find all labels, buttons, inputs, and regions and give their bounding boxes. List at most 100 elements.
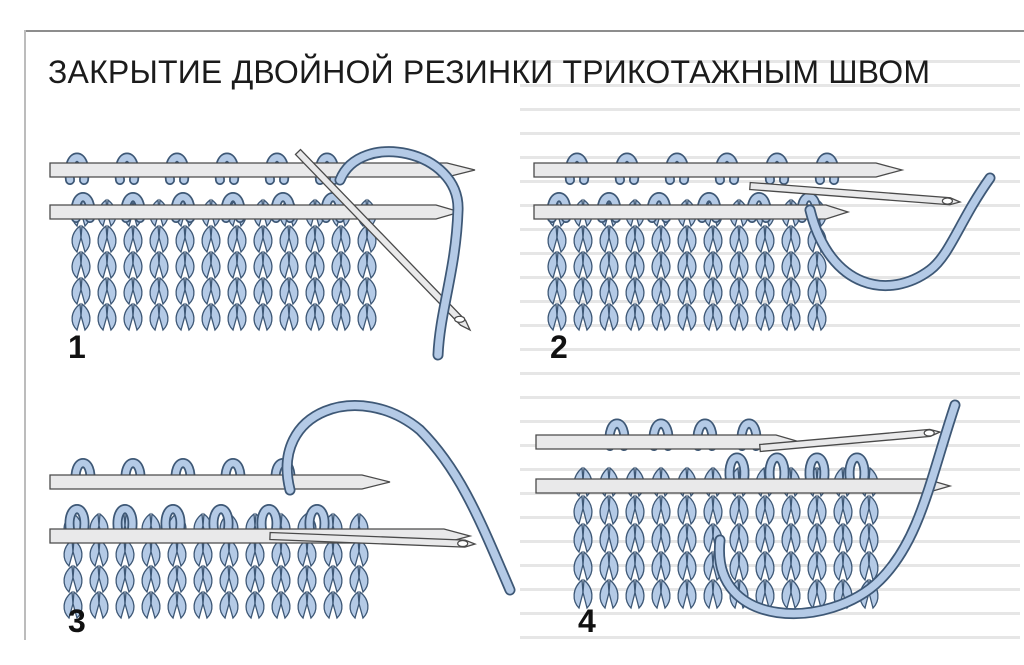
stitch-leg: [132, 224, 143, 254]
stitch-leg: [358, 590, 369, 620]
stitch-leg: [176, 564, 187, 594]
stitch-leg: [305, 276, 316, 306]
stitch-leg: [755, 522, 766, 554]
stitch-leg: [807, 550, 818, 582]
stitch-leg: [790, 522, 801, 554]
stitch-leg: [124, 564, 135, 594]
stitch-leg: [755, 550, 766, 582]
stitch-leg: [305, 224, 316, 254]
stitch-leg: [71, 302, 82, 332]
stitch-leg: [279, 250, 290, 280]
stitch-leg: [227, 250, 238, 280]
stitch-leg: [262, 302, 273, 332]
needle-eye: [941, 197, 953, 205]
stitch-leg: [651, 302, 662, 332]
stitch-leg: [358, 564, 369, 594]
stitch-leg: [686, 550, 697, 582]
stitch-leg: [280, 564, 291, 594]
stitch-leg: [357, 250, 368, 280]
stitch-leg: [608, 522, 619, 554]
stitch-leg: [271, 590, 282, 620]
needle-eye: [457, 539, 469, 548]
stitch-leg: [305, 250, 316, 280]
step-1-number: 1: [68, 329, 86, 365]
knitting-needle: [269, 531, 477, 548]
stitch-leg: [842, 494, 853, 526]
stitch-leg: [833, 494, 844, 526]
stitch-leg: [599, 302, 610, 332]
stitch-leg: [608, 224, 619, 254]
stitch-leg: [175, 276, 186, 306]
stitch-leg: [660, 550, 671, 582]
stitch-leg: [271, 564, 282, 594]
stitch-leg: [201, 250, 212, 280]
stitch-leg: [201, 224, 212, 254]
stitch-leg: [755, 276, 766, 306]
stitch-leg: [842, 522, 853, 554]
stitch-leg: [89, 564, 100, 594]
stitch-leg: [227, 224, 238, 254]
stitch-leg: [63, 564, 74, 594]
stitch-leg: [833, 522, 844, 554]
stitch-leg: [547, 224, 558, 254]
stitch-leg: [677, 550, 688, 582]
stitch-leg: [262, 276, 273, 306]
stitch-leg: [790, 276, 801, 306]
stitch-leg: [547, 250, 558, 280]
stitch-leg: [625, 494, 636, 526]
stitch-leg: [288, 224, 299, 254]
stitch-leg: [176, 590, 187, 620]
stitch-leg: [314, 302, 325, 332]
stitch-leg: [80, 250, 91, 280]
stitch-leg: [599, 494, 610, 526]
stitch-leg: [323, 590, 334, 620]
stitch-leg: [781, 302, 792, 332]
step-4-illustration: [535, 399, 961, 620]
stitch-leg: [634, 522, 645, 554]
stitch-leg: [842, 550, 853, 582]
stitch-leg: [184, 302, 195, 332]
stitch-leg: [625, 550, 636, 582]
stitch-leg: [253, 302, 264, 332]
stitch-leg: [547, 302, 558, 332]
stitch-leg: [150, 590, 161, 620]
stitch-leg: [332, 538, 343, 568]
stitch-leg: [340, 302, 351, 332]
working-yarn: [283, 401, 514, 594]
stitch-leg: [582, 522, 593, 554]
stitch-leg: [608, 550, 619, 582]
stitch-leg: [755, 250, 766, 280]
stitch-leg: [790, 550, 801, 582]
stitch-leg: [764, 302, 775, 332]
stitch-leg: [582, 250, 593, 280]
stitch-leg: [288, 302, 299, 332]
stitch-leg: [141, 590, 152, 620]
stitch-leg: [677, 522, 688, 554]
stitch-leg: [781, 250, 792, 280]
stitch-leg: [556, 224, 567, 254]
stitch-leg: [738, 494, 749, 526]
stitch-leg: [703, 550, 714, 582]
stitch-leg: [764, 522, 775, 554]
stitch-leg: [764, 494, 775, 526]
step-1-panel: 1: [40, 140, 500, 370]
stitch-leg: [357, 224, 368, 254]
stitch-leg: [807, 522, 818, 554]
stitch-loop: [766, 454, 788, 484]
stitch-leg: [573, 578, 584, 610]
stitch-leg: [98, 590, 109, 620]
stitch-leg: [193, 538, 204, 568]
stitch-leg: [228, 538, 239, 568]
stitch-leg: [149, 276, 160, 306]
stitch-leg: [686, 522, 697, 554]
stitch-leg: [80, 224, 91, 254]
stitch-leg: [184, 250, 195, 280]
stitch-leg: [97, 302, 108, 332]
stitch-leg: [193, 564, 204, 594]
stitch-leg: [859, 550, 870, 582]
stitch-leg: [608, 276, 619, 306]
stitch-leg: [332, 590, 343, 620]
stitch-leg: [599, 522, 610, 554]
stitch-leg: [790, 578, 801, 610]
stitch-leg: [807, 302, 818, 332]
